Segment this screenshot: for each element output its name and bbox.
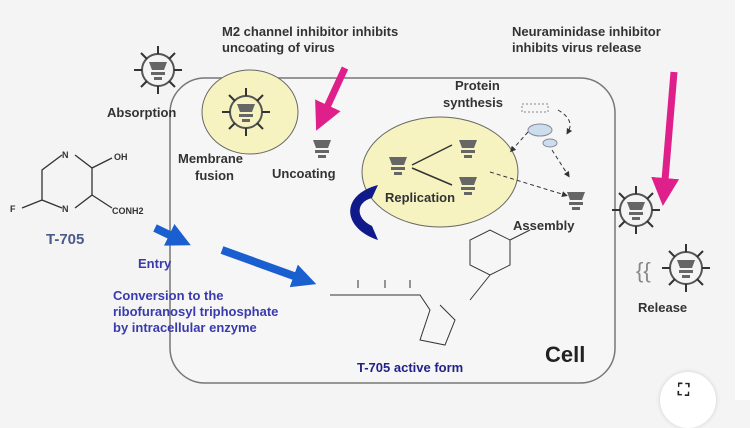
membrane-fusion-label: fusion — [195, 168, 234, 183]
protein-icon — [527, 123, 553, 137]
protein-synthesis-label: Protein — [455, 78, 500, 93]
uncoating-label: Uncoating — [272, 166, 336, 181]
fusing-virus-icon — [222, 88, 270, 136]
t705-structure — [21, 154, 113, 209]
budding-virus-icon — [612, 186, 660, 234]
replication-label: Replication — [385, 190, 455, 205]
assembly-label: Assembly — [513, 218, 575, 233]
protein-synthesis-label: synthesis — [443, 95, 503, 110]
entry-arrow — [153, 223, 191, 246]
diagram-canvas: {{ N N OH F CONH2 M2 channel inhibitor i… — [10, 24, 750, 384]
entry-label: Entry — [138, 256, 172, 271]
release-label: Release — [638, 300, 687, 315]
atom-label: OH — [114, 152, 128, 162]
conversion-arrow — [220, 246, 317, 288]
replication-inhibition-arrow — [350, 185, 378, 240]
released-virus-icon — [662, 244, 710, 292]
conversion-label: ribofuranosyl triphosphate — [113, 304, 278, 319]
neuraminidase-inhibitor-label: inhibits virus release — [512, 40, 641, 55]
membrane-fusion-label: Membrane — [178, 151, 243, 166]
t705-active-form-structure — [330, 229, 531, 346]
neuraminidase-inhibitor-arrow — [651, 71, 680, 206]
expand-icon: ⛶ — [678, 382, 690, 399]
conversion-label: Conversion to the — [113, 288, 224, 303]
cell-label: Cell — [545, 342, 585, 367]
right-edge-strip — [735, 0, 750, 400]
protein-dots-icon — [521, 103, 549, 113]
m2-inhibitor-label: uncoating of virus — [222, 40, 335, 55]
neuraminidase-inhibitor-label: Neuraminidase inhibitor — [512, 24, 661, 39]
atom-label: N — [62, 150, 69, 160]
atom-label: F — [10, 204, 16, 214]
synthesis-arrows — [489, 109, 573, 197]
m2-inhibitor-arrow — [315, 66, 349, 131]
release-brackets: {{ — [636, 258, 651, 283]
conversion-label: by intracellular enzyme — [113, 320, 257, 335]
atom-label: CONH2 — [112, 206, 144, 216]
atom-label: N — [62, 204, 69, 214]
absorption-label: Absorption — [107, 105, 176, 120]
replication-arrows — [411, 144, 453, 186]
influenza-lifecycle-diagram: {{ N N OH F CONH2 M2 channel inhibitor i… — [10, 24, 750, 384]
m2-inhibitor-label: M2 channel inhibitor inhibits — [222, 24, 398, 39]
nucleus — [361, 116, 519, 228]
t705-label: T-705 — [46, 231, 84, 248]
absorbing-virus-icon — [134, 46, 182, 94]
expand-button[interactable]: ⛶ — [660, 372, 716, 428]
active-form-label: T-705 active form — [357, 360, 463, 375]
